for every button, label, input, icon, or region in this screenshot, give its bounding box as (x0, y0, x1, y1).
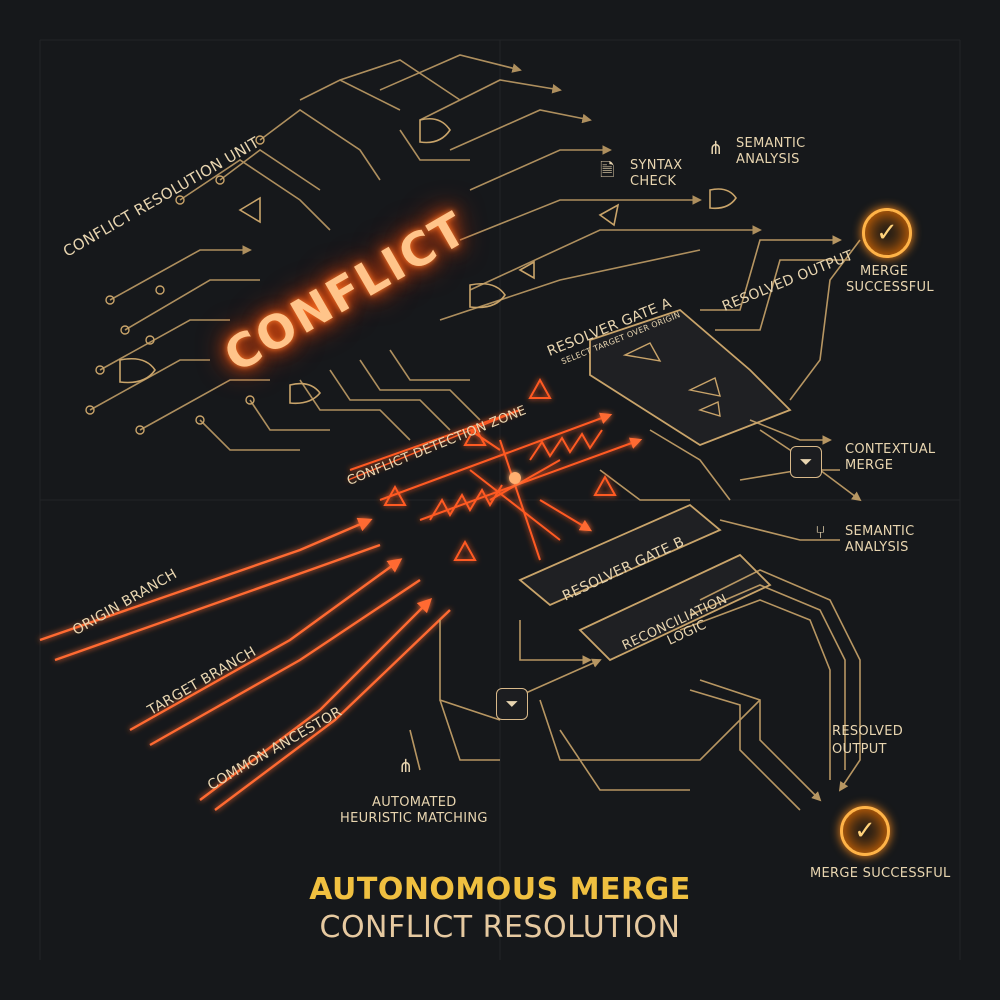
branch-input-lines (39, 517, 451, 811)
semantic-top-1: SEMANTIC (736, 136, 806, 151)
main-title-line-2: CONFLICT RESOLUTION (319, 910, 681, 945)
main-title-line-1: AUTONOMOUS MERGE (309, 872, 691, 907)
merge-successful-bottom: MERGE SUCCESSFUL (810, 866, 951, 881)
upper-circuit-traces (89, 54, 762, 451)
warning-triangles (383, 377, 617, 561)
filter-icon-heuristic: ⏷ (496, 688, 528, 720)
lower-circuit-traces (409, 235, 862, 811)
background-grid (39, 39, 961, 960)
heuristic-2: HEURISTIC MATCHING (340, 811, 488, 826)
heuristic-icon: ⋔ (398, 756, 414, 777)
resolved-output-bottom-1: RESOLVED (832, 724, 904, 739)
zone-underline (347, 409, 521, 481)
semantic-mid-2: ANALYSIS (845, 540, 909, 555)
conflict-spark (509, 472, 521, 484)
heuristic-1: AUTOMATED (372, 795, 457, 810)
merge-success-badge-bottom: ✓ (840, 806, 890, 856)
conflict-zone-traces (349, 409, 643, 561)
merge-successful-top-1: MERGE (860, 264, 909, 279)
semantic-mid-1: SEMANTIC (845, 524, 915, 539)
merge-success-badge-top: ✓ (862, 208, 912, 258)
syntax-check-2: CHECK (630, 174, 677, 189)
resolved-output-bottom-2: OUTPUT (832, 742, 887, 757)
contextual-merge-2: MERGE (845, 458, 894, 473)
analysis-icon: ⑂ (815, 522, 826, 543)
logic-gates (119, 117, 737, 405)
connector-dots (85, 135, 265, 435)
filter-icon-contextual: ⏷ (790, 446, 822, 478)
document-icon: 🗎 (600, 160, 615, 181)
semantic-top-2: ANALYSIS (736, 152, 800, 167)
resolver-gate-glyphs (622, 342, 721, 417)
hierarchy-icon: ⋔ (708, 138, 724, 159)
syntax-check-1: SYNTAX (630, 158, 683, 173)
resolver-boxes (518, 308, 792, 662)
contextual-merge-1: CONTEXTUAL (845, 442, 936, 457)
merge-successful-top-2: SUCCESSFUL (846, 280, 934, 295)
